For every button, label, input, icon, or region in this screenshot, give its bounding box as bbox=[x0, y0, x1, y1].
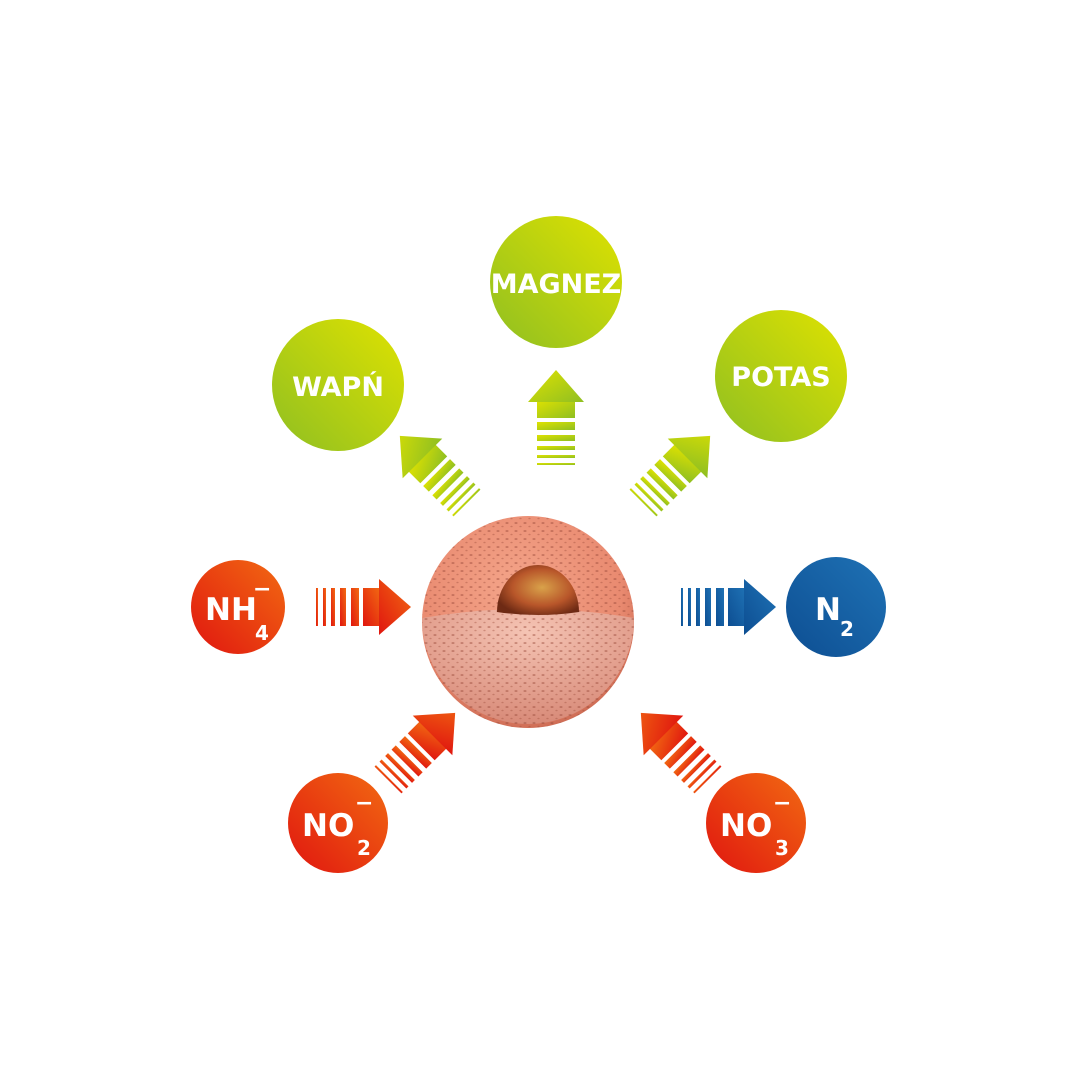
arrow-from-no2 bbox=[368, 693, 475, 800]
filter-sphere bbox=[422, 516, 634, 728]
node-no2: NO 2 − bbox=[288, 773, 388, 873]
node-nh4: NH 4 − bbox=[191, 560, 285, 654]
node-label: MAGNEZ bbox=[491, 269, 622, 300]
formula-base: NO bbox=[720, 808, 772, 844]
arrow-to-magnez bbox=[528, 370, 584, 465]
formula-base: NO bbox=[302, 808, 354, 844]
arrow-to-n2 bbox=[681, 579, 776, 635]
node-potas: POTAS bbox=[715, 310, 847, 442]
node-wapn: WAPŃ bbox=[272, 319, 404, 451]
arrow-from-no3 bbox=[621, 693, 728, 800]
formula-sub: 2 bbox=[357, 836, 371, 860]
arrow-from-nh4 bbox=[316, 579, 411, 635]
formula-sup: − bbox=[355, 791, 373, 816]
formula-sub: 4 bbox=[255, 621, 269, 645]
node-label: POTAS bbox=[731, 362, 830, 393]
sphere-core bbox=[497, 565, 579, 615]
node-label: WAPŃ bbox=[292, 371, 384, 403]
formula-sub: 3 bbox=[775, 836, 789, 860]
node-magnez: MAGNEZ bbox=[490, 216, 622, 348]
formula-sup: − bbox=[773, 791, 791, 816]
formula-sup: − bbox=[253, 577, 271, 602]
svg-text:NH: NH bbox=[205, 592, 257, 628]
formula-sub: 2 bbox=[840, 617, 854, 641]
formula-base: N bbox=[815, 592, 841, 628]
formula-base: NH bbox=[205, 592, 257, 628]
node-n2: N 2 bbox=[786, 557, 886, 657]
arrow-to-wapn bbox=[380, 416, 487, 523]
node-no3: NO 3 − bbox=[706, 773, 806, 873]
arrow-to-potas bbox=[623, 416, 730, 523]
